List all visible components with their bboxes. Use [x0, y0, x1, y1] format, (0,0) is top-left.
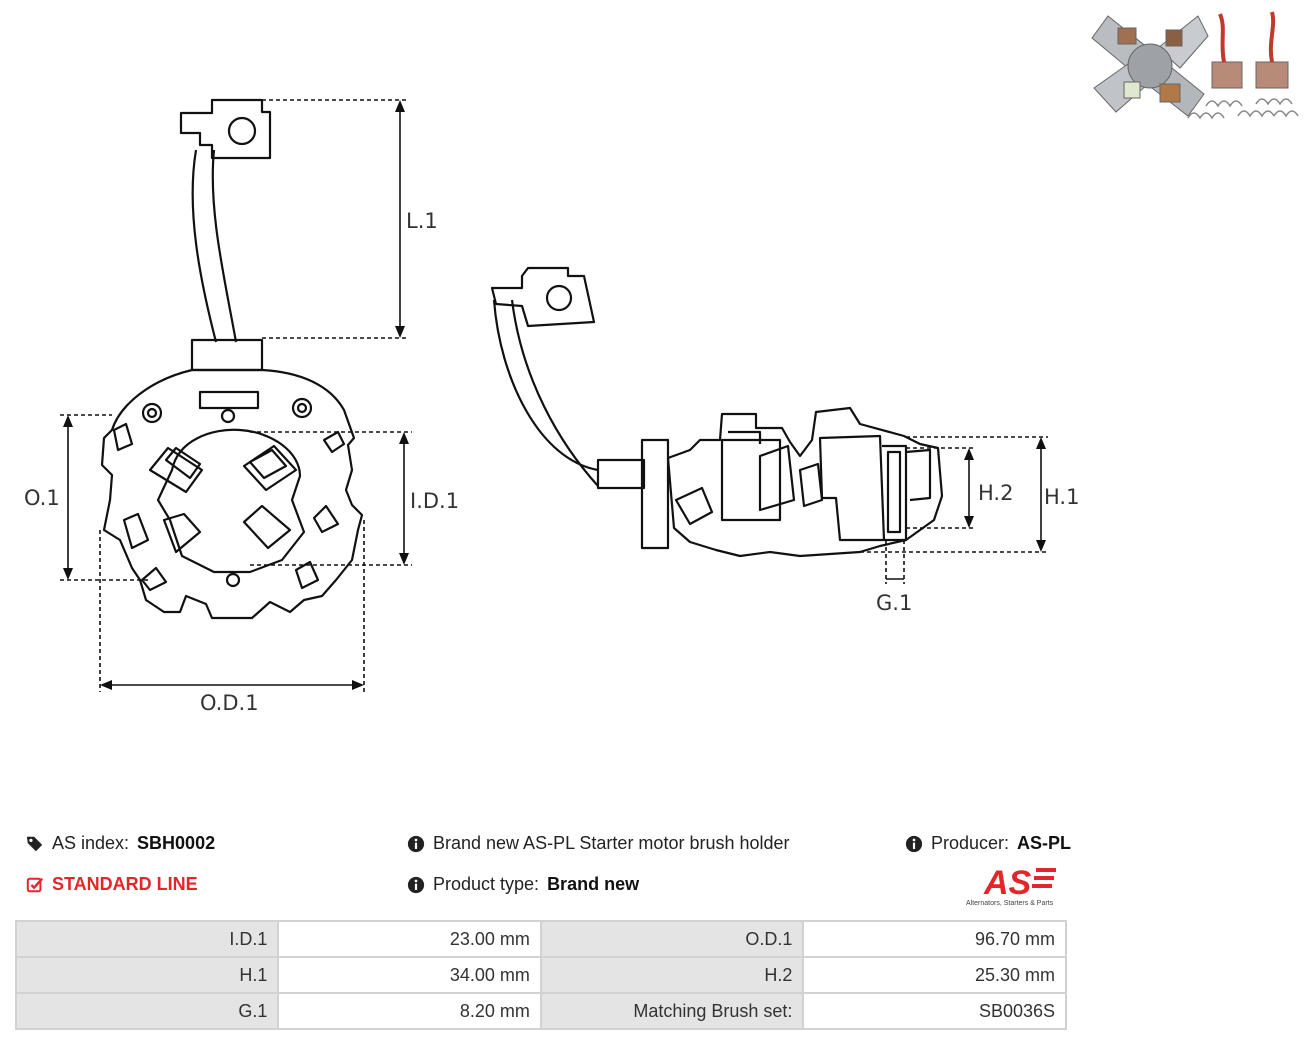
spec-label: G.1 — [14, 992, 280, 1030]
product-type-value: Brand new — [547, 874, 640, 894]
logo-tagline: Alternators, Starters & Parts — [966, 900, 1054, 907]
spec-label: Matching Brush set: — [539, 992, 805, 1030]
spec-label: H.1 — [14, 956, 280, 994]
label-g1: G.1 — [876, 591, 912, 615]
producer-row: Producer: AS-PL — [905, 833, 1071, 854]
spec-value[interactable]: SB0036S — [802, 992, 1067, 1030]
product-type-row: Product type: Brand new — [407, 874, 639, 895]
table-row: I.D.1 23.00 mm O.D.1 96.70 mm — [14, 920, 1067, 958]
label-id1: I.D.1 — [410, 489, 459, 513]
producer-label: Producer: — [931, 833, 1010, 853]
description-row: Brand new AS-PL Starter motor brush hold… — [407, 833, 790, 854]
label-l1: L.1 — [406, 209, 438, 233]
table-row: H.1 34.00 mm H.2 25.30 mm — [14, 956, 1067, 994]
spec-table: I.D.1 23.00 mm O.D.1 96.70 mm H.1 34.00 … — [14, 920, 1067, 1030]
spec-label: I.D.1 — [14, 920, 280, 958]
spec-label: O.D.1 — [539, 920, 805, 958]
technical-drawing: L.1 O.1 I.D.1 O.D.1 H.1 H.2 G.1 — [24, 98, 1079, 715]
producer-value: AS-PL — [1017, 833, 1072, 853]
info-icon — [407, 876, 425, 893]
spec-value: 8.20 mm — [277, 992, 542, 1030]
as-index-label: AS index: — [52, 833, 130, 853]
spec-value: 34.00 mm — [277, 956, 542, 994]
label-h1: H.1 — [1044, 485, 1079, 509]
label-h2: H.2 — [978, 481, 1013, 505]
product-description: Brand new AS-PL Starter motor brush hold… — [433, 833, 790, 853]
spec-value: 23.00 mm — [277, 920, 542, 958]
spec-value: 96.70 mm — [802, 920, 1067, 958]
label-od1: O.D.1 — [200, 691, 259, 715]
spec-label: H.2 — [539, 956, 805, 994]
as-logo: AS Alternators, Starters & Parts — [966, 864, 1056, 907]
standard-line-row: STANDARD LINE — [26, 874, 198, 895]
product-type-label: Product type: — [433, 874, 540, 894]
info-icon — [407, 835, 425, 852]
spec-value: 25.30 mm — [802, 956, 1067, 994]
product-photo[interactable] — [1088, 8, 1310, 124]
logo-text: AS — [983, 864, 1032, 902]
table-row: G.1 8.20 mm Matching Brush set: SB0036S — [14, 992, 1067, 1030]
standard-line-label: STANDARD LINE — [52, 874, 198, 894]
tags-icon — [26, 836, 43, 851]
as-index-value: SBH0002 — [137, 833, 216, 853]
label-o1: O.1 — [24, 486, 60, 510]
checkbox-icon — [26, 877, 44, 892]
as-index-row: AS index: SBH0002 — [26, 833, 215, 854]
info-icon — [905, 835, 923, 852]
